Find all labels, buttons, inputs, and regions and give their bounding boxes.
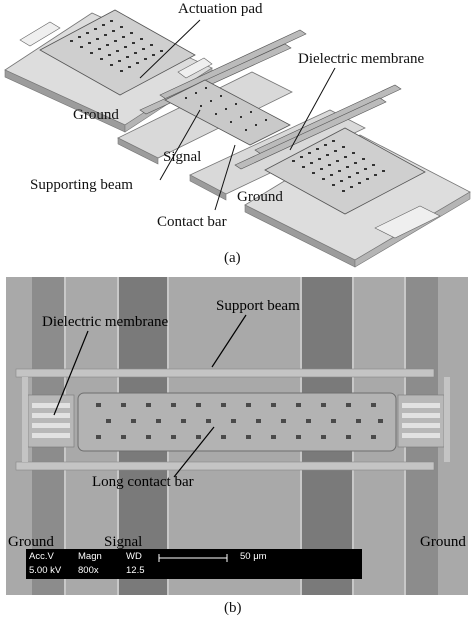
label-support-beam: Support beam bbox=[216, 298, 300, 314]
switch-3d-schematic bbox=[4, 9, 471, 268]
label-signal-b: Signal bbox=[104, 534, 143, 550]
actuation-pad-right bbox=[264, 127, 441, 239]
databar-acc-value: 5.00 kV bbox=[29, 565, 62, 576]
label-dielectric-membrane-b: Dielectric membrane bbox=[42, 314, 169, 330]
label-ground-right-a: Ground bbox=[237, 189, 283, 205]
dielectric-membrane-left bbox=[22, 377, 75, 462]
databar-magn-header: Magn bbox=[78, 551, 102, 562]
scale-bar-label: 50 μm bbox=[240, 551, 267, 562]
caption-b: (b) bbox=[224, 600, 242, 616]
databar-wd-header: WD bbox=[126, 551, 142, 562]
label-ground-left-b: Ground bbox=[8, 534, 54, 550]
databar-magn-value: 800x bbox=[78, 565, 99, 576]
dielectric-membrane-right bbox=[397, 377, 450, 462]
sem-databar: Acc.V Magn WD 5.00 kV 800x 12.5 50 μm bbox=[26, 549, 362, 579]
release-holes-right bbox=[292, 140, 385, 192]
label-signal-a: Signal bbox=[163, 149, 202, 165]
support-beam-bottom bbox=[15, 461, 435, 471]
release-holes-left bbox=[70, 20, 163, 72]
contact-bar-holes bbox=[96, 403, 383, 439]
scale-bar bbox=[158, 554, 228, 562]
long-contact-bar bbox=[77, 392, 397, 452]
sem-image-panel: Support beam Dielectric membrane Long co… bbox=[6, 277, 468, 595]
label-ground-left-a: Ground bbox=[73, 107, 119, 123]
contact-bar-3d bbox=[164, 79, 291, 146]
support-beam-top bbox=[15, 368, 435, 378]
label-contact-bar: Contact bar bbox=[157, 214, 227, 230]
sem-micrograph bbox=[6, 277, 468, 595]
databar-acc-header: Acc.V bbox=[29, 551, 54, 562]
label-long-contact-bar: Long contact bar bbox=[92, 474, 194, 490]
databar-wd-value: 12.5 bbox=[126, 565, 145, 576]
caption-a: (a) bbox=[224, 250, 241, 266]
leader-lines-a bbox=[139, 19, 336, 211]
actuation-pad-left bbox=[19, 9, 213, 96]
label-actuation-pad: Actuation pad bbox=[178, 1, 263, 17]
leader-lines-b bbox=[53, 314, 247, 478]
label-ground-right-b: Ground bbox=[420, 534, 466, 550]
label-dielectric-membrane-a: Dielectric membrane bbox=[298, 51, 425, 67]
label-supporting-beam: Supporting beam bbox=[30, 177, 133, 193]
schematic-panel: Actuation pad Dielectric membrane Ground… bbox=[0, 0, 474, 272]
